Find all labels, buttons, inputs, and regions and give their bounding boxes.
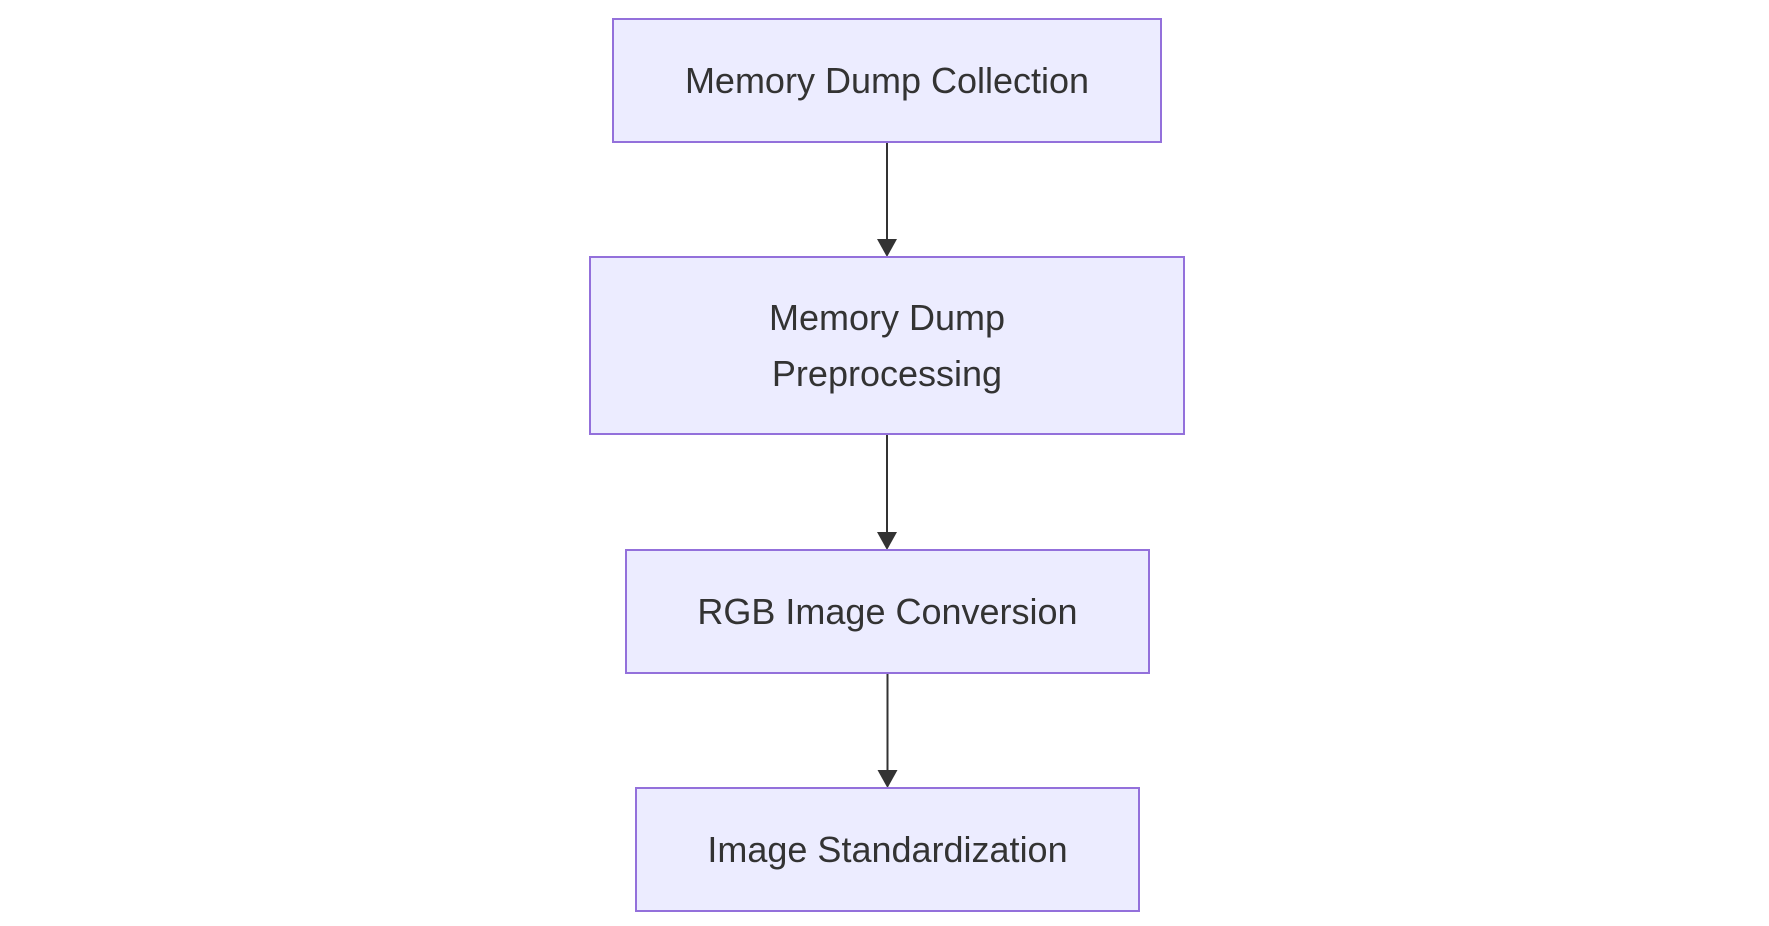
node-label-line: Image Standardization — [707, 828, 1068, 870]
node-label: Image Standardization — [707, 822, 1067, 878]
edge-arrowhead — [877, 532, 897, 550]
node-label-line: RGB Image Conversion — [697, 590, 1078, 632]
node-label-line: Preprocessing — [771, 352, 1003, 394]
node-label: RGB Image Conversion — [697, 584, 1077, 640]
node-image-standardization: Image Standardization — [635, 787, 1140, 912]
node-rgb-image-conversion: RGB Image Conversion — [625, 549, 1150, 674]
node-label: Memory Dump Preprocessing — [769, 290, 1005, 402]
node-memory-dump-collection: Memory Dump Collection — [612, 18, 1162, 143]
edge-arrowhead — [877, 239, 897, 257]
node-label: Memory Dump Collection — [685, 53, 1089, 109]
node-label-line: Memory Dump — [768, 296, 1006, 338]
node-label-line: Memory Dump Collection — [684, 59, 1090, 101]
edge-arrowhead — [877, 770, 898, 788]
node-memory-dump-preprocessing: Memory Dump Preprocessing — [589, 256, 1185, 435]
